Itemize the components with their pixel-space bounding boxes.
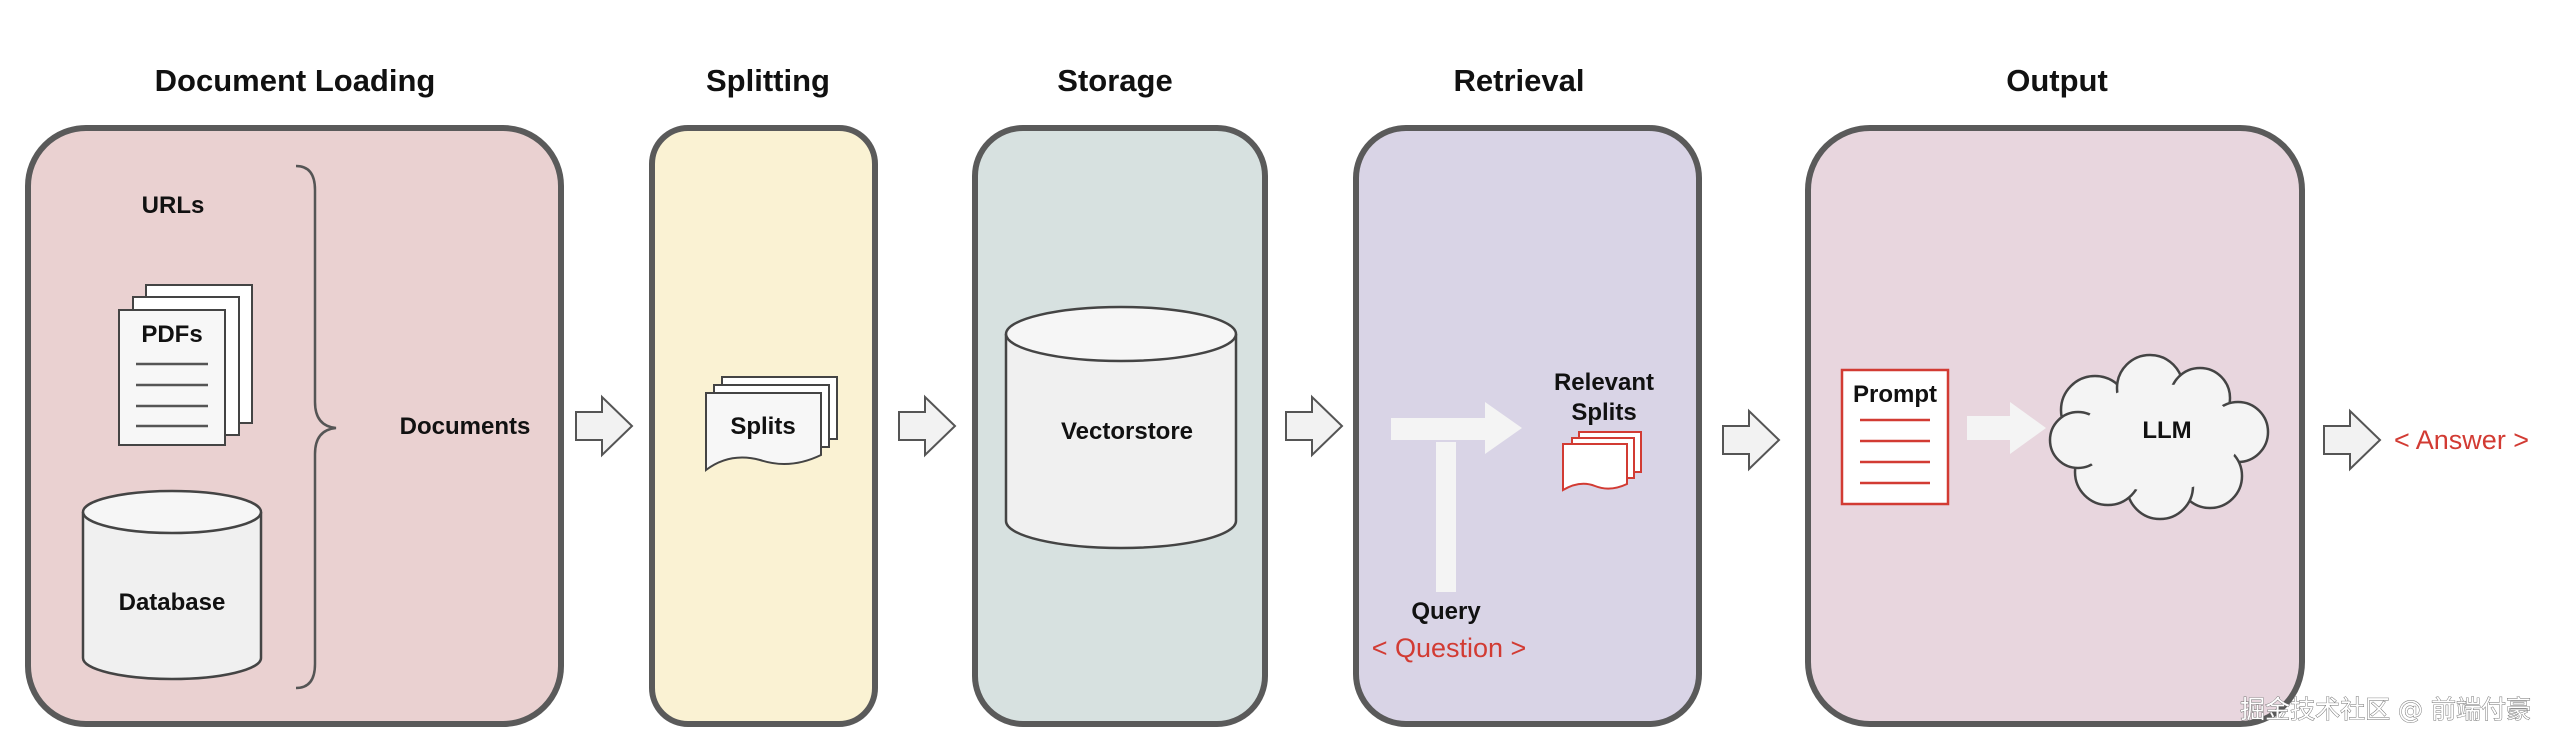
relevant-splits-label-line2: Splits (1571, 399, 1636, 426)
vectorstore-icon (1004, 305, 1238, 550)
stage-title-retrieval: Retrieval (1454, 63, 1585, 98)
stage-title-document-loading: Document Loading (155, 63, 436, 98)
pdfs-label: PDFs (141, 321, 202, 348)
relevant-splits-label-line1: Relevant (1554, 369, 1654, 396)
answer-label: < Answer > (2394, 425, 2529, 455)
prompt-to-llm-arrow-icon (1967, 402, 2046, 454)
prompt-icon (1840, 368, 1950, 506)
urls-label: URLs (142, 192, 205, 219)
relevant-splits-icon (1562, 431, 1642, 492)
splits-icon (705, 376, 838, 472)
question-label: < Question > (1372, 633, 1527, 663)
query-label: Query (1411, 598, 1481, 625)
flow-arrow-icon (575, 394, 634, 458)
vectorstore-label: Vectorstore (1061, 418, 1193, 445)
database-icon (81, 489, 263, 681)
stage-title-output: Output (2006, 63, 2108, 98)
prompt-label: Prompt (1853, 381, 1937, 408)
flow-arrow-icon (2323, 408, 2382, 472)
query-to-splits-arrow-icon (1391, 402, 1522, 592)
flow-arrow-icon (1285, 394, 1344, 458)
stage-title-storage: Storage (1057, 63, 1172, 98)
splits-label: Splits (730, 413, 795, 440)
llm-cloud-icon (2048, 353, 2270, 521)
llm-label: LLM (2142, 417, 2191, 444)
flow-arrow-icon (1722, 408, 1781, 472)
stage-title-splitting: Splitting (706, 63, 830, 98)
database-label: Database (119, 589, 226, 616)
documents-label: Documents (400, 413, 531, 440)
pdfs-icon (118, 284, 253, 446)
watermark-text: 掘金技术社区 @ 前端付豪 (2240, 695, 2531, 724)
documents-brace-icon (295, 164, 337, 690)
flow-arrow-icon (898, 394, 957, 458)
